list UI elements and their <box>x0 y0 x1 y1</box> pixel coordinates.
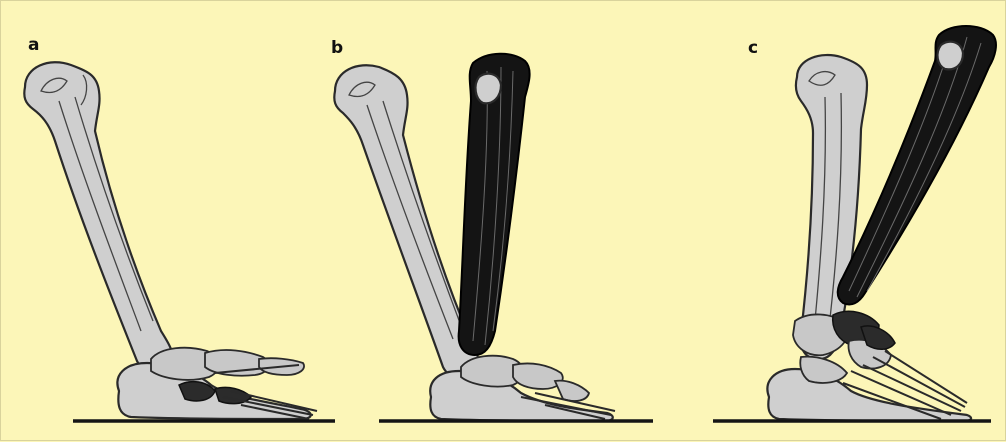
panel-c-label: c <box>748 38 758 58</box>
panel-c: c <box>713 26 996 421</box>
panel-b-muscle <box>459 54 530 355</box>
panel-a-tibia-fibula <box>24 62 172 370</box>
panel-b-tibia-fibula <box>334 65 478 378</box>
panel-a-label: a <box>28 35 39 55</box>
panel-b: b <box>331 38 653 421</box>
panel-b-label: b <box>331 38 343 58</box>
panel-a: a <box>24 35 335 421</box>
panel-c-foot <box>767 311 971 421</box>
